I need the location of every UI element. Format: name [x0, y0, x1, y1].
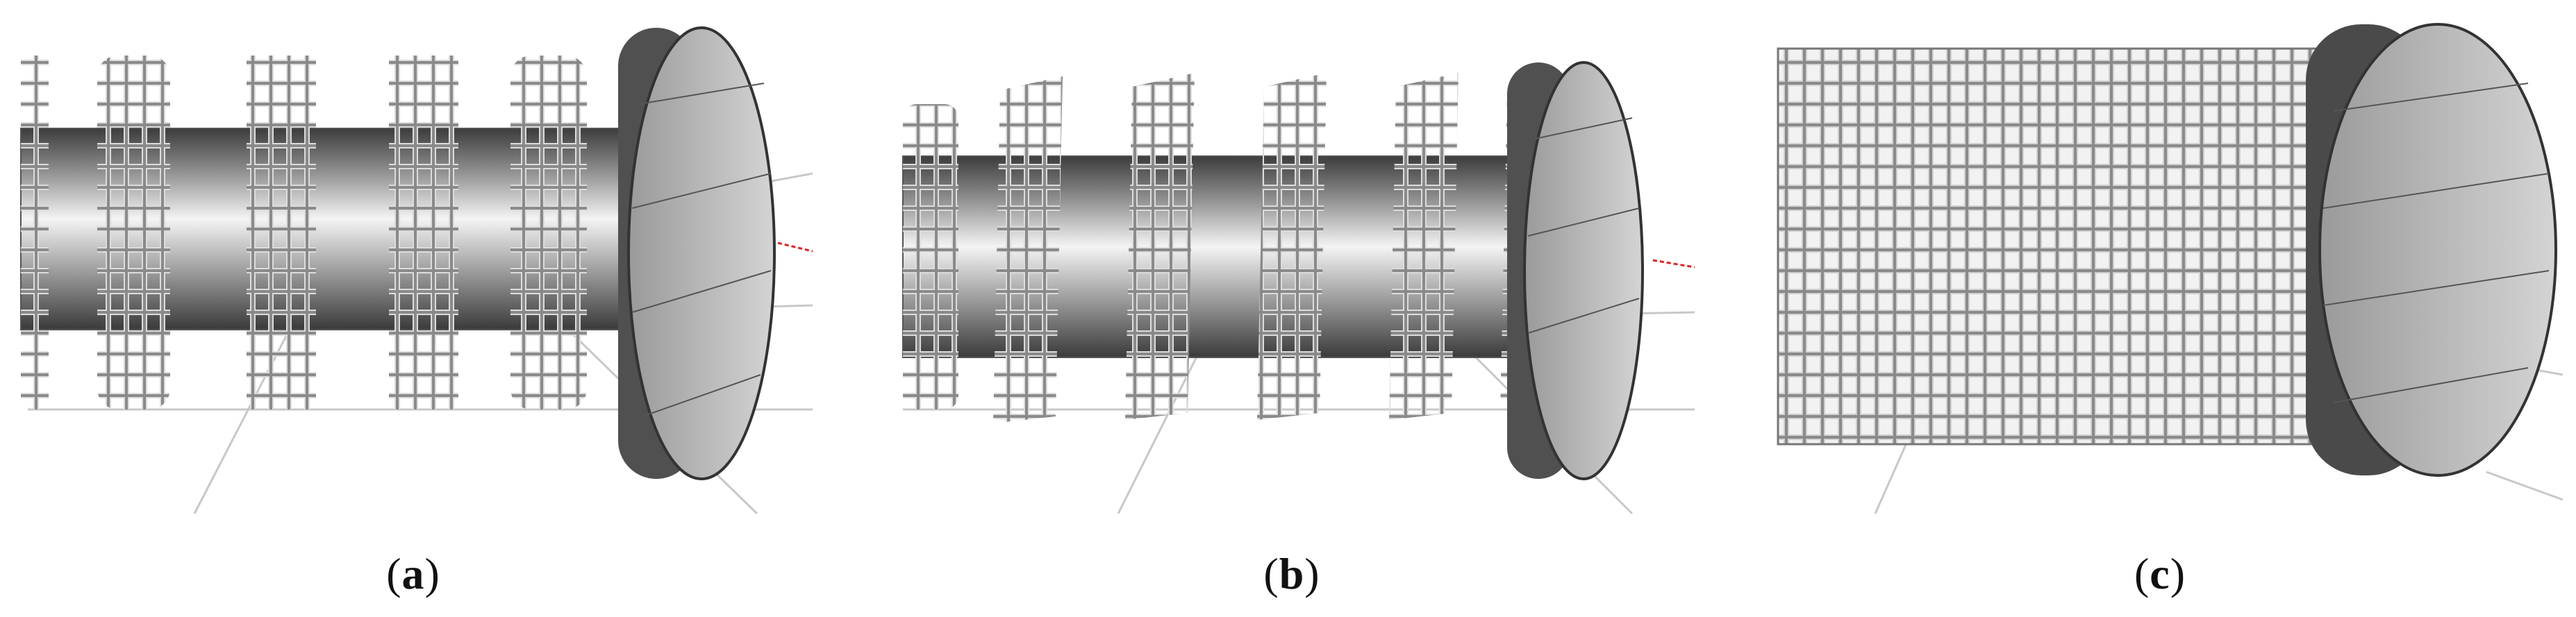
caption-c: (c) [2134, 549, 2186, 598]
panel-a [0, 0, 826, 527]
panel-c [1750, 0, 2570, 527]
end-disk [2306, 23, 2557, 477]
render-b [902, 61, 1695, 515]
lattice-full-cylinder [1777, 47, 2404, 446]
caption-a: (a) [386, 549, 440, 598]
end-disk [1507, 61, 1644, 480]
render-a [20, 26, 813, 515]
axis-marker [777, 242, 813, 253]
caption-b: (b) [1263, 549, 1320, 598]
axis-marker [1652, 259, 1695, 269]
panel-b [882, 0, 1702, 527]
lattice-rings [21, 56, 587, 409]
render-c [1777, 23, 2563, 514]
end-disk [618, 26, 776, 480]
